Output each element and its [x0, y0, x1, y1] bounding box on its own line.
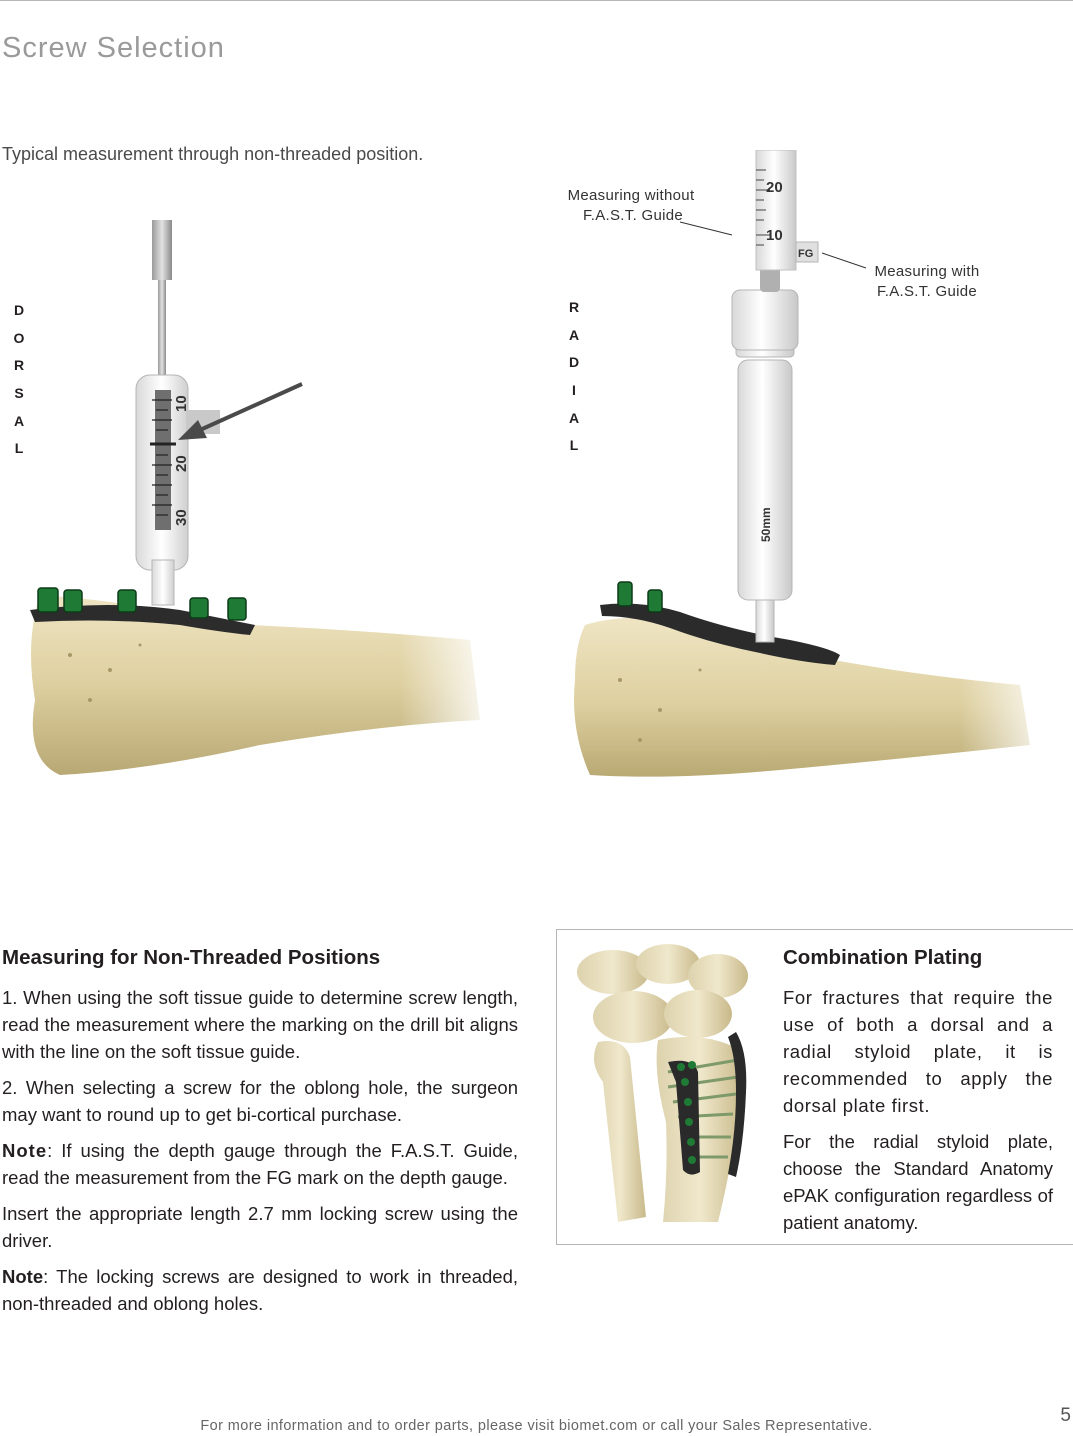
callout-with-guide: Measuring with F.A.S.T. Guide	[874, 263, 980, 300]
radial-gauge-illustration: 20 10 FG 50mm	[574, 150, 1060, 780]
combination-heading: Combination Plating	[783, 946, 983, 969]
measuring-heading: Measuring for Non-Threaded Positions	[2, 946, 381, 969]
callout-without-guide: Measuring without F.A.S.T. Guide	[567, 187, 695, 224]
footer-text: For more information and to order parts,…	[200, 1418, 873, 1434]
combination-body: For fractures that require the use of bo…	[783, 984, 1053, 1245]
gauge-number-30: 30	[173, 509, 190, 526]
step-1: 1. When using the soft tissue guide to d…	[2, 987, 518, 1062]
gauge-number-20: 20	[173, 455, 190, 472]
gauge-number-20: 20	[766, 179, 783, 196]
combination-para-2: For the radial styloid plate, choose the…	[783, 1131, 1053, 1233]
wrist-plating-illustration	[577, 944, 748, 1222]
combination-para-1: For fractures that require the use of bo…	[783, 987, 1053, 1116]
combination-plating-box	[556, 929, 1073, 1245]
gauge-number-10: 10	[766, 227, 783, 244]
note-1: Note: If using the depth gauge through t…	[2, 1140, 518, 1188]
dorsal-gauge-illustration: 10 20 30	[30, 220, 500, 775]
figure-caption: Typical measurement through non-threaded…	[2, 144, 424, 164]
top-rule	[0, 0, 1073, 1]
size-mark: 50mm	[759, 507, 773, 542]
page-title: Screw Selection	[2, 32, 225, 64]
insert-instruction: Insert the appropriate length 2.7 mm loc…	[2, 1203, 518, 1251]
note-2: Note: The locking screws are designed to…	[2, 1266, 518, 1314]
fg-mark: FG	[798, 248, 813, 260]
measuring-body: 1. When using the soft tissue guide to d…	[2, 984, 518, 1326]
step-2: 2. When selecting a screw for the oblong…	[2, 1077, 518, 1125]
page-number: 5	[1060, 1405, 1071, 1426]
gauge-number-10: 10	[173, 395, 190, 412]
